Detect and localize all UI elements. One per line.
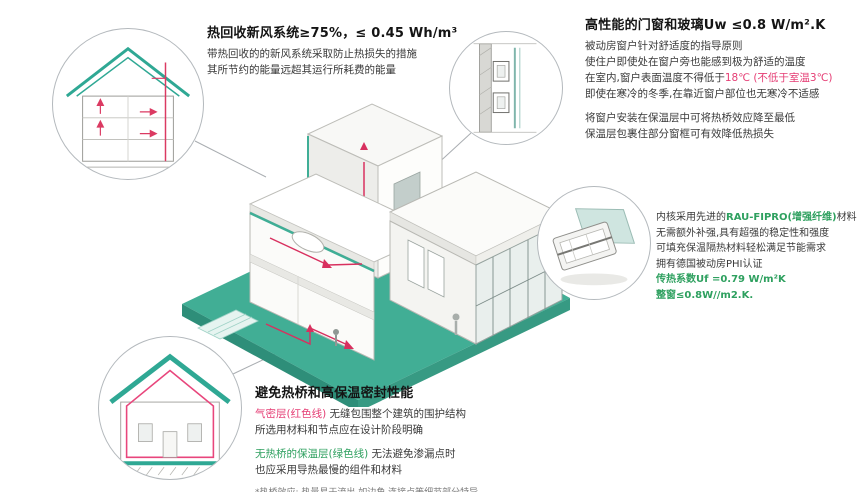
floor-slab — [249, 253, 375, 321]
window-section-icon — [473, 43, 537, 133]
door — [162, 431, 178, 458]
hrv-section: 热回收新风系统≥75%，≤ 0.45 Wh/m³ 带热回收的的新风系统采取防止热… — [207, 22, 457, 79]
cutaway-interior — [249, 211, 375, 361]
profile-uw-value: 整窗≤0.8W//m2.K. — [656, 289, 754, 301]
person-figure — [452, 313, 460, 321]
thermal-house-icon — [109, 353, 231, 476]
windows-title: 高性能的门窗和玻璃Uw ≤0.8 W/m².K — [585, 18, 826, 33]
insulation-layer-text: 无法避免渗漏点时 — [368, 447, 456, 460]
hrv-title: 热回收新风系统≥75%，≤ 0.45 Wh/m³ — [207, 26, 458, 41]
profile-body-line: 无需额外补强,具有超强的稳定性和强度 — [656, 227, 830, 239]
ventilation-duct — [265, 323, 351, 347]
airflow-arrow — [96, 119, 105, 128]
ventilation-house-icon — [65, 46, 191, 168]
hrv-body-line: 带热回收的的新风系统采取防止热损失的措施 — [207, 48, 417, 60]
windows-body-line: 将窗户安装在保温层中可将热桥效应降至最低 — [585, 111, 795, 124]
profile-core-text: 内核采用先进的 — [656, 212, 726, 223]
window — [138, 423, 153, 442]
hrv-body-line: 其所节约的能量远超其运行所耗费的能量 — [207, 63, 396, 76]
ventilation-detail-circle — [52, 28, 204, 180]
airtight-layer-text: 无缝包围整个建筑的围护结构 — [326, 408, 467, 420]
garden-stairs — [197, 309, 259, 340]
profile-body-line: 可填充保温隔热材料轻松满足节能需求 — [656, 243, 826, 254]
airflow-arrow — [306, 324, 314, 332]
thermal-title: 避免热桥和高保温密封性能 — [255, 386, 414, 401]
profile-material-highlight: RAU-FIPRO(增强纤维) — [726, 212, 837, 223]
bathtub — [291, 231, 325, 253]
airflow-arrow — [360, 142, 368, 150]
windows-body-line: 即使在寒冷的冬季,在靠近窗户部位也无寒冷不适感 — [585, 87, 820, 100]
insulation-layer-label: 无热桥的保温层(绿色线) — [255, 447, 369, 460]
airflow-arrow — [344, 340, 354, 349]
windows-temp-text: 在室内,窗户表面温度不得低于 — [585, 71, 725, 84]
window — [187, 423, 202, 442]
gasket-line — [557, 236, 613, 256]
airflow-arrow — [96, 98, 105, 106]
windows-temp-highlight: 18℃ (不低于室温3℃) — [724, 71, 833, 84]
thermal-insulation-line: 无热桥的保温层(绿色线) 无法避免渗漏点时 — [255, 447, 478, 463]
terrace-door — [427, 249, 445, 298]
windows-section: 高性能的门窗和玻璃Uw ≤0.8 W/m².K 被动房窗户针对舒适度的指导原则 … — [585, 14, 833, 143]
airtight-layer-label: 气密层(红色线) — [255, 408, 327, 420]
window-section-circle — [449, 31, 563, 145]
windows-body-line: 在室内,窗户表面温度不得低于18℃ (不低于室温3℃) — [585, 71, 833, 87]
profile-body-line: 内核采用先进的RAU-FIPRO(增强纤维)材料 — [656, 210, 857, 226]
windows-body-line: 保温层包裹住部分窗框可有效降低热损失 — [585, 127, 774, 140]
profile-uf-value: 传热系数Uf =0.79 W/m²K — [656, 274, 786, 285]
profile-core-text2: 材料 — [836, 212, 857, 223]
thermal-airtight-line: 气密层(红色线) 无缝包围整个建筑的围护结构 — [255, 407, 478, 423]
airflow-arrow — [149, 107, 158, 116]
airflow-arrow — [149, 129, 158, 138]
thermal-insulation-line2: 也应采用导热最慢的组件和材料 — [255, 463, 402, 476]
airtight-layer-line — [125, 369, 215, 459]
house-cutaway-illustration — [182, 103, 570, 407]
person-figure — [333, 329, 339, 335]
airflow-arrow — [322, 259, 332, 268]
profile-body-line: 拥有德国被动房PHI认证 — [656, 258, 763, 270]
thermal-footnote: *热桥效应: 热量易于流出,如边角,连接点等细节部分特导 — [255, 485, 478, 492]
windows-body-line: 使住户即使处在窗户旁也能感到极为舒适的温度 — [585, 55, 806, 68]
thermal-section: 避免热桥和高保温密封性能 气密层(红色线) 无缝包围整个建筑的围护结构 所选用材… — [255, 382, 478, 492]
thermal-envelope-circle — [98, 336, 242, 480]
window-profile-icon — [552, 208, 636, 286]
windows-body-line: 被动房窗户针对舒适度的指导原则 — [585, 40, 743, 52]
thermal-airtight-line2: 所选用材料和节点应在设计阶段明确 — [255, 423, 423, 436]
ventilation-duct — [269, 237, 329, 266]
insulation-roof-line — [109, 353, 231, 405]
window-profile-circle — [537, 186, 651, 300]
terrace-door — [407, 239, 425, 289]
frame-profile-section: 内核采用先进的RAU-FIPRO(增强纤维)材料 无需额外补强,具有超强的稳定性… — [656, 210, 857, 303]
